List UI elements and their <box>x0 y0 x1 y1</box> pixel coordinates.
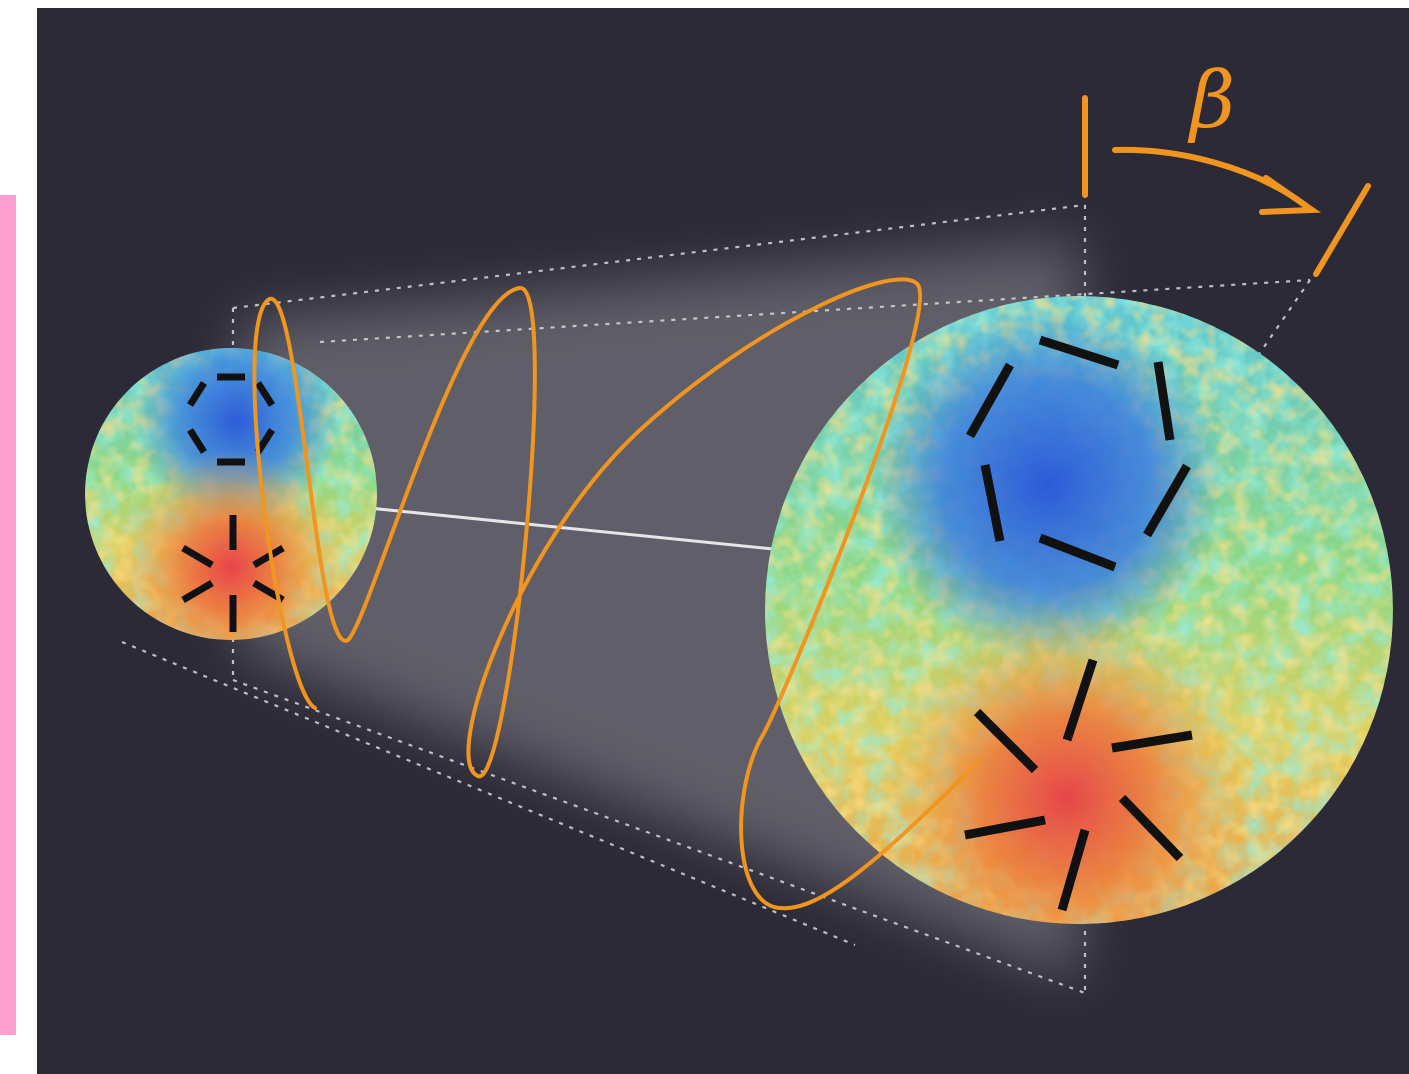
polarization-star-icon <box>964 658 1193 912</box>
large-sky-map <box>765 296 1393 924</box>
perspective-guides <box>121 203 1311 995</box>
polarized-wave <box>252 277 982 911</box>
polarization-star-icon <box>181 515 285 632</box>
beta-symbol: β <box>1187 56 1235 146</box>
polarization-ring-icon <box>966 335 1191 572</box>
rotation-indicator <box>1082 95 1371 277</box>
side-accent-bar <box>0 195 16 1035</box>
small-sky-map <box>85 348 377 640</box>
polarization-ring-icon <box>187 373 275 466</box>
